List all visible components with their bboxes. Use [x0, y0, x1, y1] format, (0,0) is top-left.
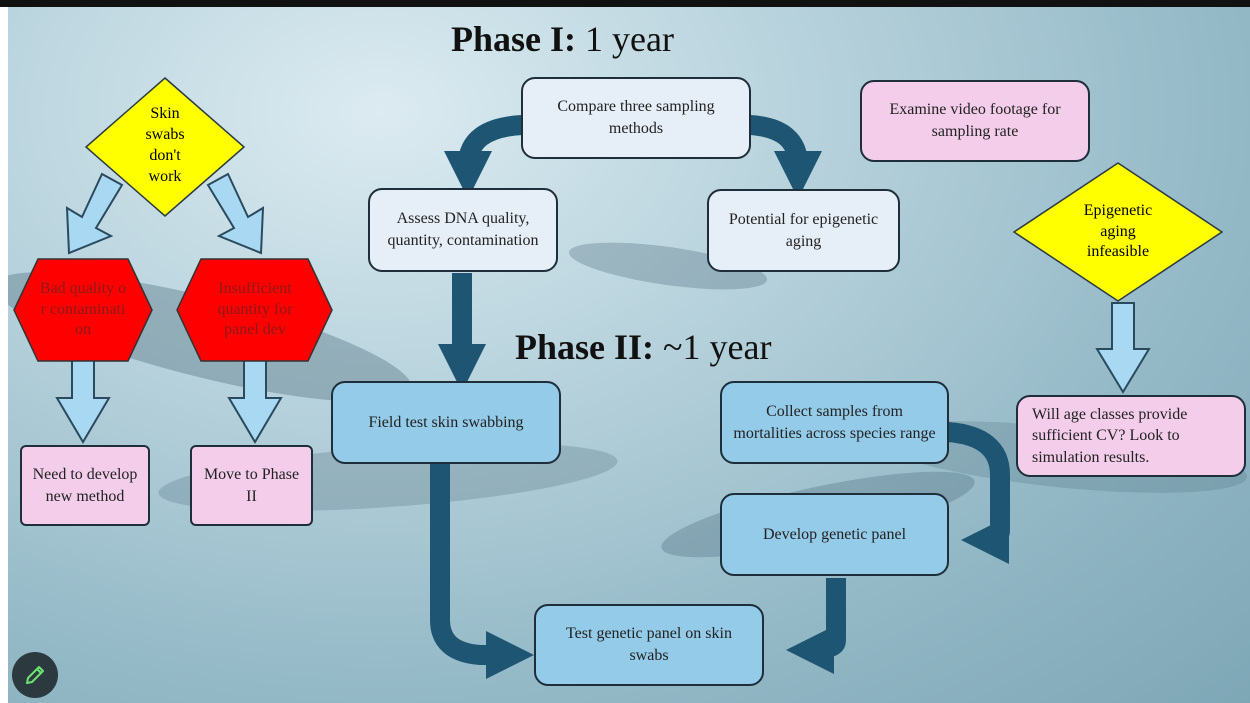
arrow-develop-to-test: [785, 578, 846, 674]
node-field-test: Field test skin swabbing: [331, 381, 561, 464]
node-test-panel: Test genetic panel on skin swabs: [534, 604, 764, 686]
node-develop-panel: Develop genetic panel: [720, 493, 949, 576]
phase-one-title: Phase I: 1 year: [451, 19, 674, 59]
hexagon-bad-quality-label: Bad quality or contamination: [39, 279, 127, 339]
node-collect-samples: Collect samples from mortalities across …: [720, 381, 949, 464]
arrow-collect-to-develop: [946, 422, 1010, 564]
node-move-phase-two: Move to Phase II: [190, 445, 313, 526]
node-examine-video: Examine video footage for sampling rate: [860, 80, 1090, 162]
decision-skin-swabs-diamond: [84, 77, 246, 217]
decision-epigenetic-label: Epigenetic aging infeasible: [1083, 201, 1153, 261]
arrow-skin-to-insufficient: [206, 172, 265, 255]
node-potential-epigenetic: Potential for epigenetic aging: [707, 189, 900, 272]
annotate-pencil-button[interactable]: [12, 652, 58, 698]
hexagon-bad-quality: [13, 258, 153, 362]
node-will-age-classes: Will age classes provide sufficient CV? …: [1016, 395, 1246, 477]
hexagon-insufficient-label: Insufficient quantity for panel dev: [217, 279, 293, 339]
arrow-field-to-test: [430, 463, 535, 680]
phase-two-title: Phase II: ~1 year: [515, 327, 772, 367]
arrow-bad-to-need: [55, 359, 111, 444]
pencil-icon: [26, 666, 44, 684]
hexagon-insufficient: [176, 258, 333, 362]
arrow-epigenetic-to-will: [1095, 302, 1151, 394]
arrow-insufficient-to-move: [227, 359, 283, 444]
arrow-skin-to-bad: [65, 172, 124, 255]
decision-skin-swabs-label: Skin swabs don't work: [145, 105, 185, 185]
node-compare-methods: Compare three sampling methods: [521, 77, 751, 159]
node-need-new-method: Need to develop new method: [20, 445, 150, 526]
decision-epigenetic-diamond: [1012, 162, 1224, 302]
arrow-compare-to-assess: [443, 115, 523, 200]
node-assess-dna: Assess DNA quality, quantity, contaminat…: [368, 188, 558, 272]
arrow-compare-to-potential: [749, 115, 823, 200]
window-top-bar: [0, 0, 1250, 7]
